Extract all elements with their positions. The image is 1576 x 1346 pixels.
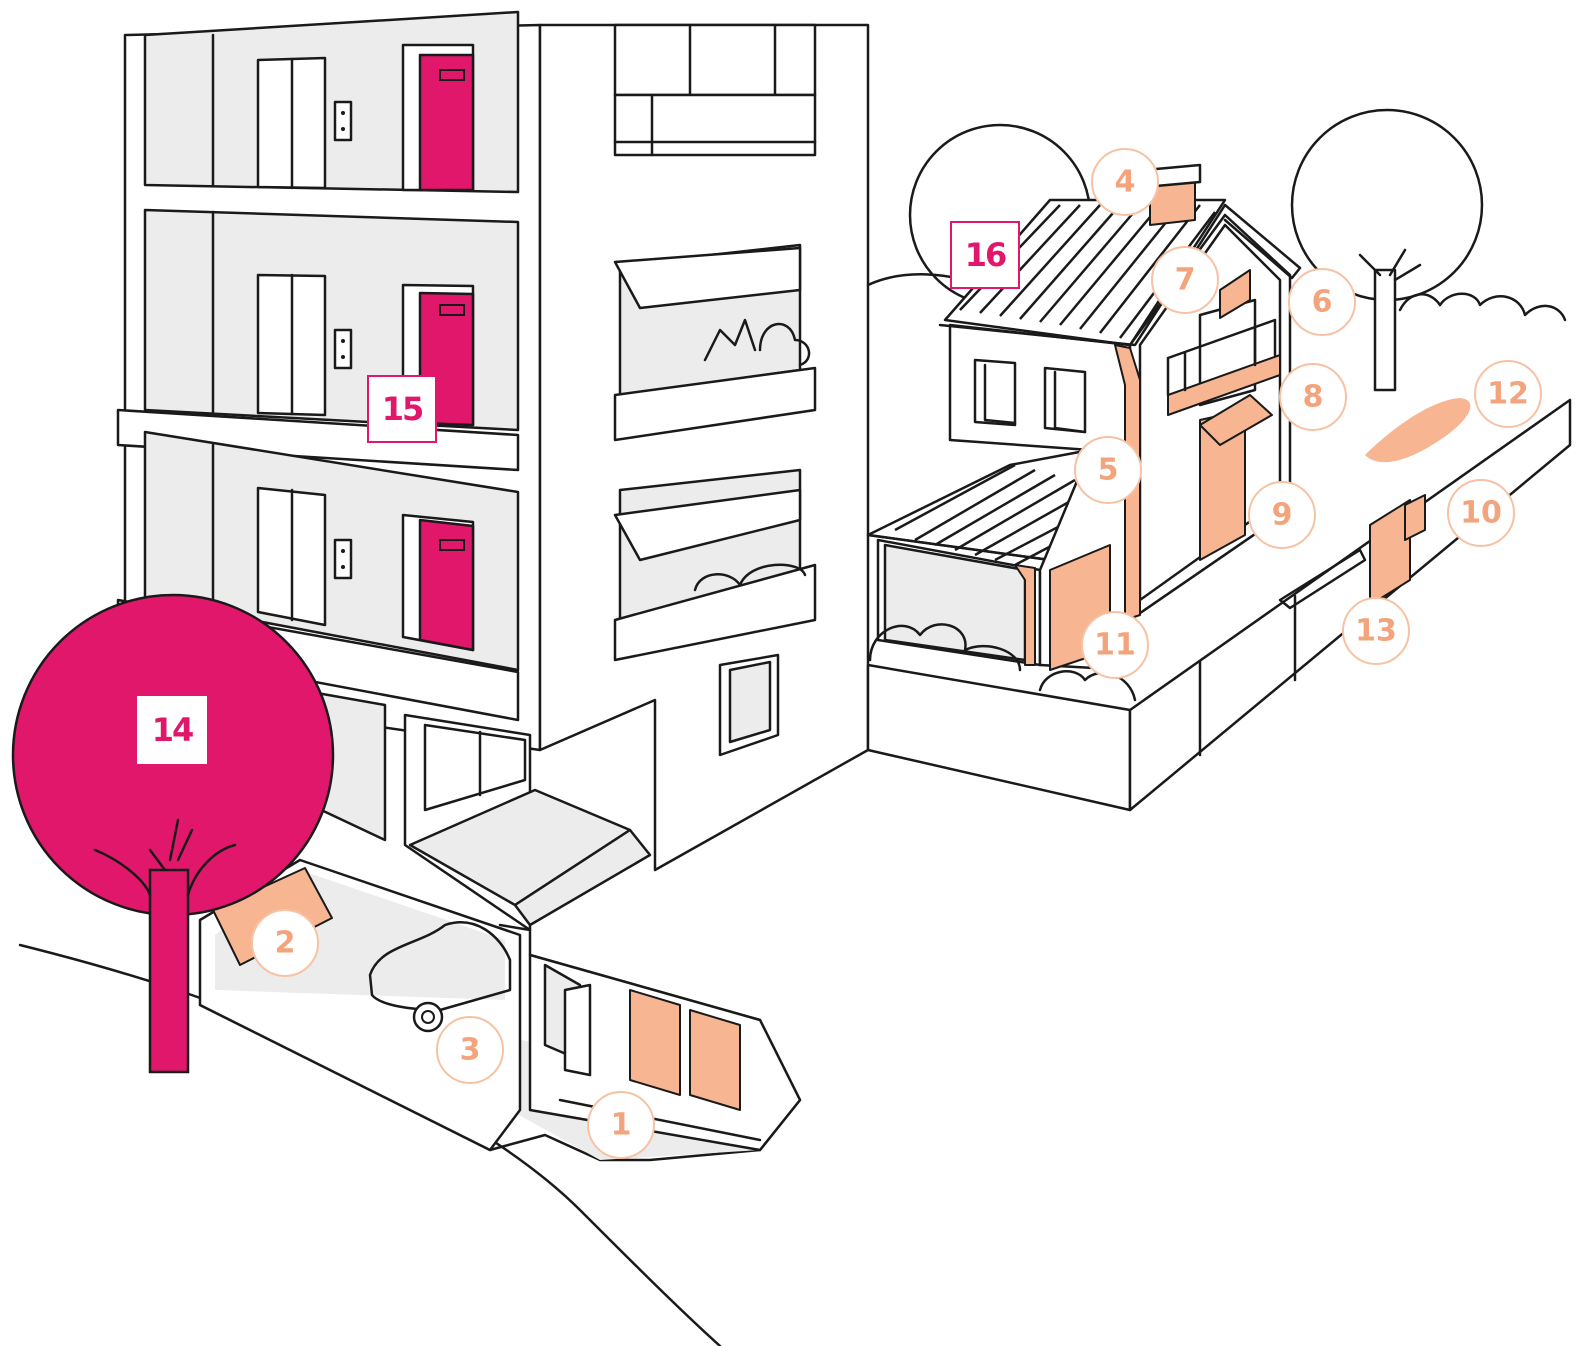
- marker-label: 5: [1098, 453, 1119, 488]
- marker-2: 2: [252, 910, 318, 976]
- marker-9: 9: [1249, 482, 1315, 548]
- tag-label: 14: [152, 711, 193, 749]
- marker-label: 9: [1272, 498, 1293, 533]
- tag-16: 16: [951, 222, 1019, 288]
- marker-6: 6: [1289, 269, 1355, 335]
- marker-10: 10: [1448, 480, 1514, 546]
- tag-label: 15: [382, 390, 423, 428]
- marker-label: 10: [1460, 496, 1502, 531]
- marker-5: 5: [1075, 437, 1141, 503]
- marker-12: 12: [1475, 361, 1541, 427]
- marker-11: 11: [1082, 612, 1148, 678]
- tag-14: 14: [138, 697, 206, 763]
- marker-4: 4: [1092, 149, 1158, 215]
- tag-15: 15: [368, 376, 436, 442]
- marker-3: 3: [437, 1017, 503, 1083]
- house: [868, 110, 1570, 810]
- tag-label: 16: [965, 236, 1006, 274]
- marker-label: 1: [611, 1108, 632, 1143]
- marker-label: 6: [1312, 285, 1333, 320]
- marker-8: 8: [1280, 364, 1346, 430]
- marker-1: 1: [588, 1092, 654, 1158]
- marker-label: 13: [1355, 614, 1397, 649]
- marker-label: 8: [1303, 380, 1324, 415]
- marker-label: 4: [1115, 165, 1136, 200]
- marker-label: 11: [1094, 628, 1136, 663]
- marker-13: 13: [1343, 598, 1409, 664]
- marker-7: 7: [1152, 247, 1218, 313]
- marker-label: 12: [1487, 377, 1529, 412]
- marker-label: 3: [460, 1033, 481, 1068]
- marker-label: 7: [1175, 263, 1196, 298]
- marker-label: 2: [275, 926, 296, 961]
